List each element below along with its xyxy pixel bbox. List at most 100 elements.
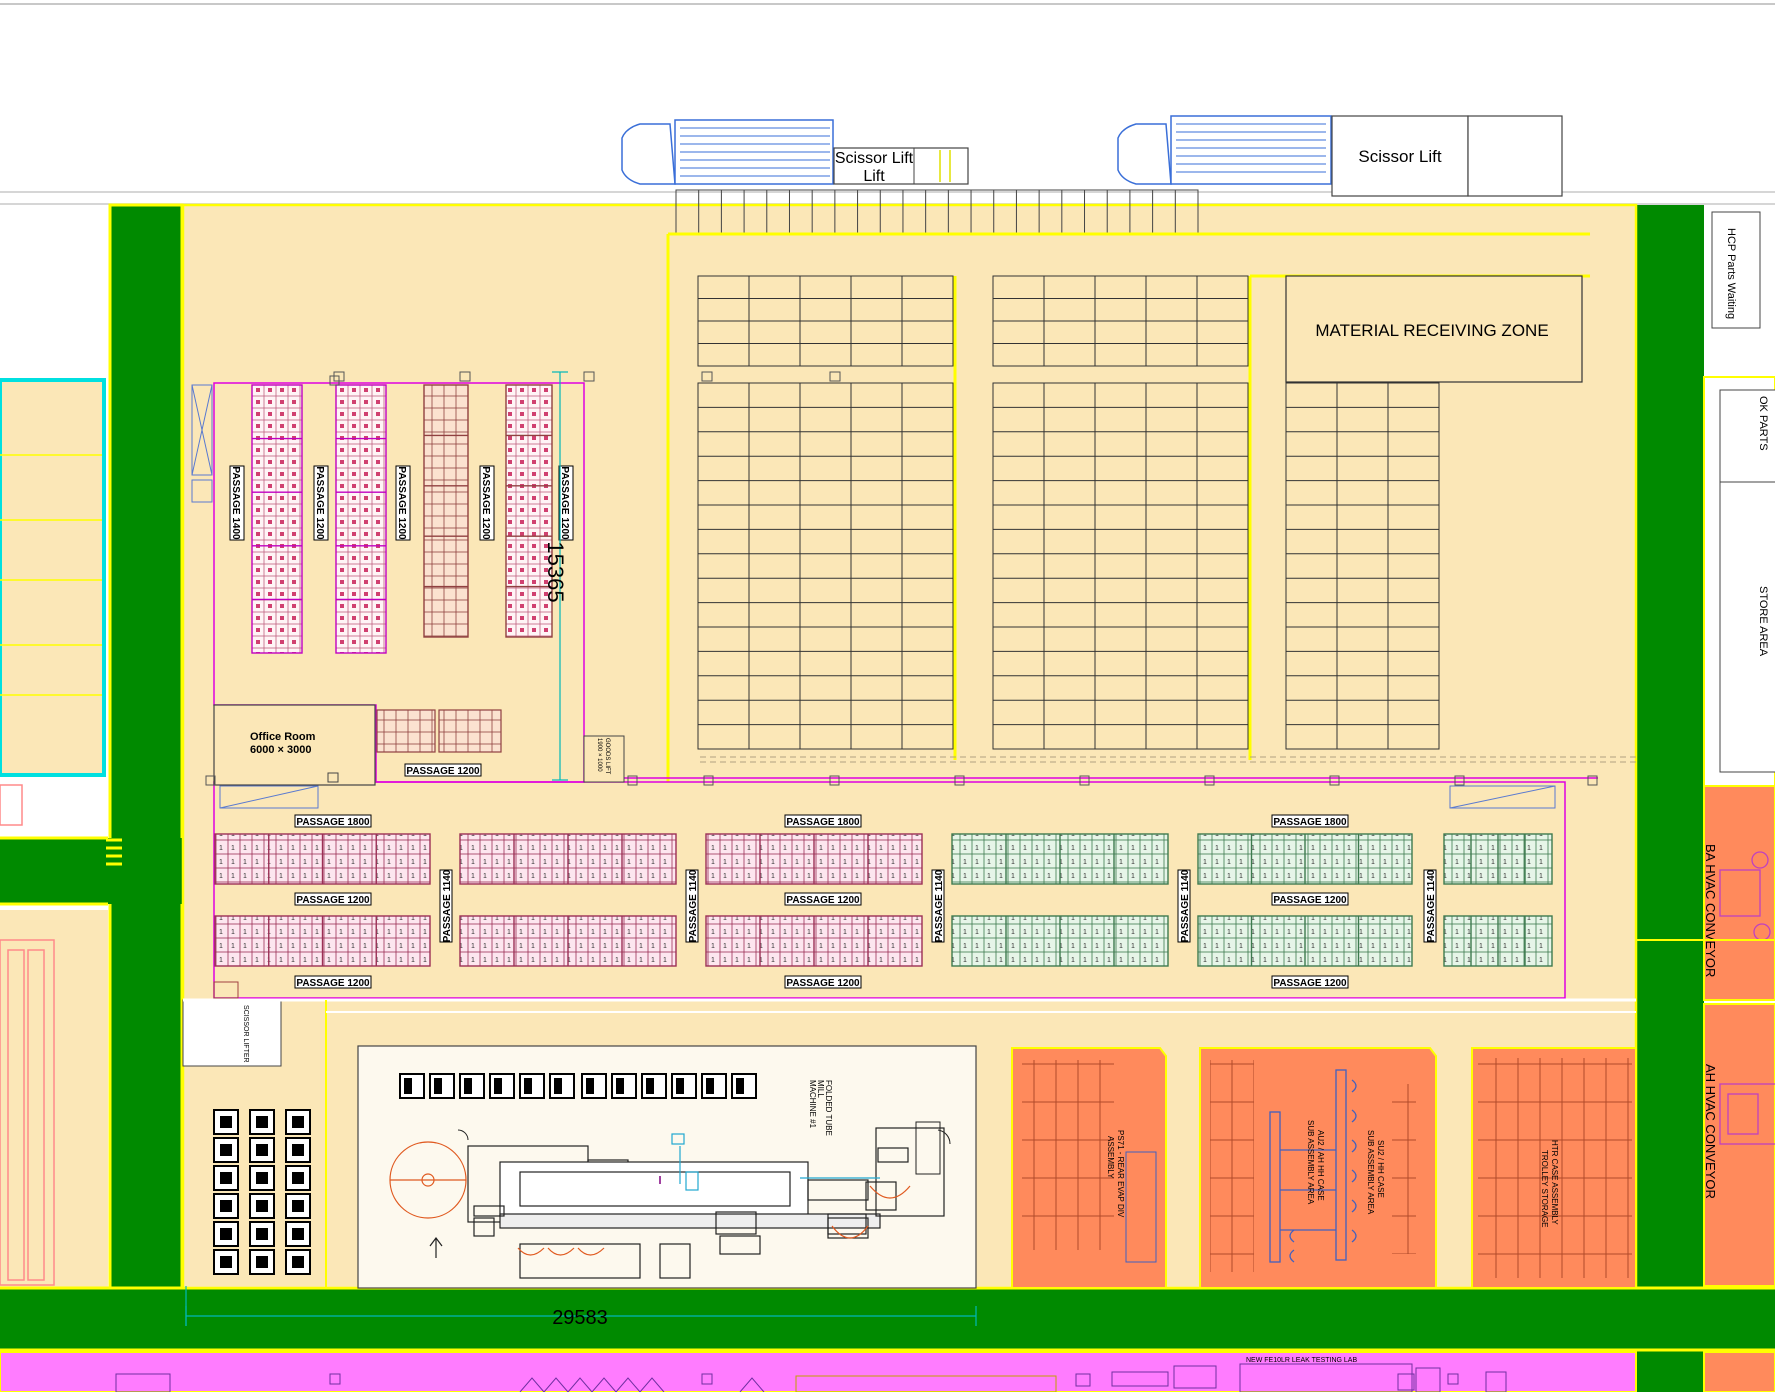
rack-column-1 xyxy=(251,384,303,654)
office-side-rack-1 xyxy=(376,709,436,753)
ba-hvac-zone xyxy=(1703,785,1775,1001)
svg-text:PASSAGE 1800: PASSAGE 1800 xyxy=(296,817,370,828)
trolley-1-6 xyxy=(213,1249,239,1275)
column-marker xyxy=(627,775,638,786)
svg-text:PASSAGE 1140: PASSAGE 1140 xyxy=(442,869,453,942)
passage-label-1140: PASSAGE 1140 xyxy=(439,869,453,943)
storage-grid-top-2 xyxy=(992,275,1249,367)
rack-column-2 xyxy=(335,384,387,654)
svg-text:PASSAGE 1200: PASSAGE 1200 xyxy=(559,466,570,540)
scissor-lift-2-label: Scissor Lift xyxy=(1358,147,1441,166)
passage-label-1140: PASSAGE 1140 xyxy=(685,869,699,943)
horizontal-dimension xyxy=(185,1286,977,1326)
trolley-2-4 xyxy=(249,1193,275,1219)
material-receiving-label: MATERIAL RECEIVING ZONE xyxy=(1315,321,1548,340)
orange-zone-su2 xyxy=(1199,1047,1437,1289)
svg-text:PASSAGE 1200: PASSAGE 1200 xyxy=(1273,895,1347,906)
svg-text:PASSAGE 1200: PASSAGE 1200 xyxy=(314,466,325,540)
goods-lift-size: 1900 × 1000 xyxy=(596,738,602,772)
staircase-2 xyxy=(219,785,319,809)
new-cell-label: NEW FE10LR LEAK TESTING LAB xyxy=(1246,1357,1357,1364)
orange-zone-htr xyxy=(1471,1047,1637,1289)
column-marker xyxy=(829,775,840,786)
goods-lift xyxy=(583,735,625,783)
passage-label-office: PASSAGE 1200 xyxy=(406,766,480,777)
store-area-box xyxy=(1719,481,1775,773)
svg-text:PASSAGE 1800: PASSAGE 1800 xyxy=(1273,817,1347,828)
orange-zone-ps71 xyxy=(1011,1047,1167,1289)
storage-grid-main-2 xyxy=(992,382,1249,750)
lower-rack-boundary xyxy=(213,781,1566,999)
tube-mill-machine xyxy=(467,1127,945,1279)
road-right xyxy=(1637,205,1704,1393)
svg-text:PASSAGE 1200: PASSAGE 1200 xyxy=(396,466,407,540)
passage-label-1140: PASSAGE 1140 xyxy=(931,869,945,943)
passage-label-vertical: PASSAGE 1200 xyxy=(313,465,329,541)
folded-tube-mill-label-2: MILL xyxy=(816,1080,825,1098)
horizontal-dimension-value: 29583 xyxy=(552,1307,608,1329)
road-left xyxy=(108,203,184,1395)
passage-label-1140: PASSAGE 1140 xyxy=(1423,869,1437,943)
passage-label-horizontal: PASSAGE 1800 xyxy=(784,814,862,828)
goods-lift-label: GOODS LIFT xyxy=(604,738,610,775)
passage-label-horizontal: PASSAGE 1800 xyxy=(294,814,372,828)
trolley-3-5 xyxy=(285,1221,311,1247)
staircase-1 xyxy=(191,384,213,503)
ok-parts-box xyxy=(1719,389,1775,483)
column-marker xyxy=(703,775,714,786)
office-side-rack-2 xyxy=(438,709,502,753)
passage-label-vertical: PASSAGE 1200 xyxy=(479,465,495,541)
column-marker xyxy=(1204,775,1215,786)
bottom-pink-zone xyxy=(0,1351,1637,1393)
passage-label-horizontal: PASSAGE 1200 xyxy=(784,892,862,906)
hcp-waiting-label: HCP Parts Waiting xyxy=(1725,228,1737,319)
svg-text:PASSAGE 1400: PASSAGE 1400 xyxy=(230,466,241,540)
svg-text:PASSAGE 1140: PASSAGE 1140 xyxy=(688,869,699,942)
column-marker xyxy=(1079,775,1090,786)
office-room-size: 6000 × 3000 xyxy=(250,744,311,756)
svg-text:PASSAGE 1200: PASSAGE 1200 xyxy=(296,978,370,989)
hcp-waiting-box xyxy=(1711,211,1761,329)
column-marker xyxy=(1587,775,1598,786)
scissor-lift-1-label: Scissor Lift xyxy=(835,150,914,167)
column-marker xyxy=(1329,775,1340,786)
ps71-label-1: PS71 - REAR EVAP DIV xyxy=(1116,1130,1125,1218)
road-horizontal-left xyxy=(0,838,182,904)
ok-parts-label: OK PARTS xyxy=(1757,396,1769,451)
office-room-title: Office Room xyxy=(250,731,316,743)
office-room xyxy=(213,704,376,786)
ah-hvac-zone xyxy=(1703,1003,1775,1287)
trolley-2-3 xyxy=(249,1165,275,1191)
trolley-2-2 xyxy=(249,1137,275,1163)
material-receiving-zone xyxy=(1285,275,1583,383)
svg-text:PASSAGE 1140: PASSAGE 1140 xyxy=(934,869,945,942)
folded-tube-mill-label-3: MACHINE #1 xyxy=(808,1080,817,1129)
storage-grid-main-1 xyxy=(697,382,954,750)
vertical-dimension-value: 15365 xyxy=(543,541,568,602)
storage-grid-main-3 xyxy=(1285,382,1440,750)
column-marker xyxy=(1454,775,1465,786)
staircase-3 xyxy=(1449,785,1556,809)
svg-text:PASSAGE 1200: PASSAGE 1200 xyxy=(786,895,860,906)
htr-label-2: TROLLEY STORAGE xyxy=(1540,1150,1549,1228)
svg-text:PASSAGE 1200: PASSAGE 1200 xyxy=(786,978,860,989)
svg-text:PASSAGE 1800: PASSAGE 1800 xyxy=(786,817,860,828)
truck-2 xyxy=(1117,115,1332,185)
scissor-lift-1-box xyxy=(833,147,969,185)
svg-text:PASSAGE 1140: PASSAGE 1140 xyxy=(1426,869,1437,942)
scissor-lift-1-label-2: Lift xyxy=(863,168,885,185)
scissor-lifter-label: SCISSOR LIFTER xyxy=(242,1005,249,1063)
vertical-dimension xyxy=(552,371,568,781)
trolley-2-6 xyxy=(249,1249,275,1275)
passage-label-horizontal: PASSAGE 1200 xyxy=(784,975,862,989)
passage-label-horizontal: PASSAGE 1200 xyxy=(1271,975,1349,989)
store-area-label: STORE AREA xyxy=(1757,586,1769,657)
column-marker xyxy=(205,775,216,786)
folded-tube-mill-label-1: FOLDED TUBE xyxy=(824,1080,833,1136)
truck-1 xyxy=(621,119,834,185)
su2-label-3: AU2 / AH HH CASE xyxy=(1316,1130,1325,1201)
scissor-lift-2-box xyxy=(1331,115,1469,197)
svg-text:PASSAGE 1140: PASSAGE 1140 xyxy=(1180,869,1191,942)
